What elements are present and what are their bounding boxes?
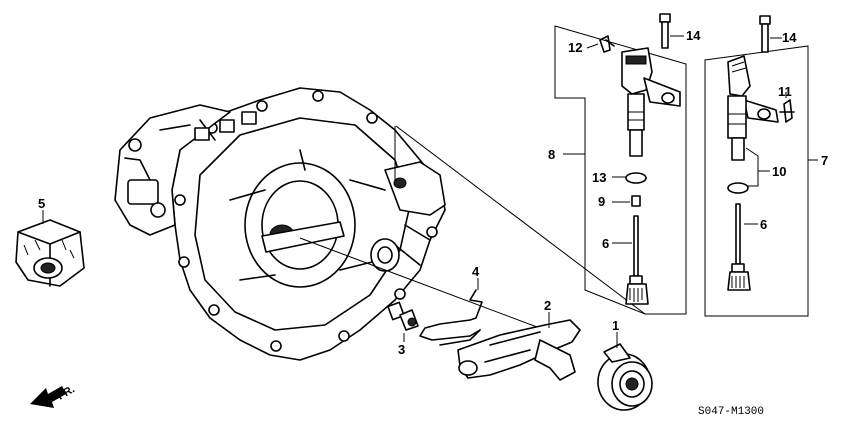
callout-4: 4 [472, 264, 480, 279]
part-14-bolt-left [659, 13, 671, 49]
callout-11: 11 [778, 84, 792, 99]
callout-2: 2 [544, 298, 551, 313]
leader-shaft-fork [299, 237, 546, 331]
callout-10: 10 [772, 164, 786, 179]
transmission-housing [114, 87, 446, 361]
callout-14b: 14 [782, 30, 797, 45]
speed-sensor-left [621, 47, 681, 157]
leader-12 [586, 43, 599, 49]
callout-1: 1 [612, 318, 619, 333]
part-14-bolt-right [759, 15, 771, 53]
direction-label: FR. [56, 383, 77, 402]
callout-8: 8 [548, 147, 555, 162]
callout-3: 3 [398, 342, 405, 357]
part-6-gear-shaft-left [625, 215, 649, 305]
part-5-mount [15, 219, 85, 287]
part-13-o-ring [625, 172, 647, 184]
speed-sensor-right [727, 55, 779, 161]
group-8-outline [554, 25, 687, 315]
part-1-release-bearing [597, 343, 653, 411]
part-2-release-fork [457, 319, 581, 381]
callout-6a: 6 [602, 236, 609, 251]
callout-7: 7 [821, 153, 828, 168]
part-10-o-ring [727, 182, 749, 194]
part-9-pin [631, 195, 641, 207]
callout-6b: 6 [760, 217, 767, 232]
part-12-clip [599, 35, 615, 53]
callout-5: 5 [38, 196, 45, 211]
callout-12: 12 [568, 40, 582, 55]
front-arrow-icon: FR. [30, 383, 77, 408]
diagram-code: S047-M1300 [698, 406, 764, 418]
part-4-spring-clip [419, 289, 483, 346]
callout-14a: 14 [686, 28, 701, 43]
part-6-gear-shaft-right [727, 203, 751, 291]
part-11-clip [779, 99, 795, 123]
leader-housing-right [395, 125, 646, 315]
group-7-outline [704, 45, 809, 317]
callout-13: 13 [592, 170, 606, 185]
leader-10-bracket [745, 147, 759, 187]
callout-9: 9 [598, 194, 605, 209]
part-3-bolt [387, 301, 419, 331]
